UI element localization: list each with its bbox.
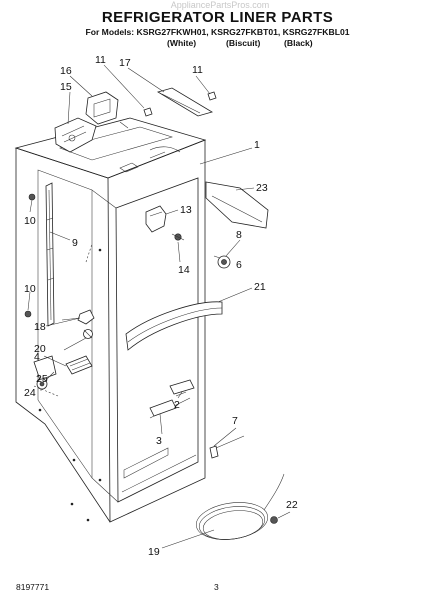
callout-23: 23: [256, 182, 268, 194]
callout-21: 21: [254, 281, 266, 293]
switch-18: [61, 309, 95, 325]
callout-10-upper: 10: [24, 215, 36, 227]
finish-biscuit: (Biscuit): [226, 38, 261, 48]
document-number: 8197771: [16, 582, 50, 592]
finish-black: (Black): [284, 38, 313, 48]
bracket-13: [145, 205, 167, 233]
callout-13: 13: [180, 204, 192, 216]
callout-8: 8: [236, 229, 242, 241]
callout-25: 25: [36, 373, 48, 385]
tubing-coil: [195, 473, 285, 540]
screw-10-lower: [24, 310, 32, 318]
callout-6: 6: [236, 259, 242, 271]
page-title: REFRIGERATOR LINER PARTS: [101, 9, 334, 26]
control-housing: [54, 117, 97, 153]
callout-labels: 16 15 11 17 11 1 23 13 14 8 6 21 10 9 10…: [24, 54, 298, 558]
top-strip: [157, 87, 213, 117]
screw-14: [171, 233, 185, 241]
page-number: 3: [214, 582, 219, 592]
callout-1: 1: [254, 139, 260, 151]
damper-25: [33, 355, 57, 381]
floor-bracket-2: [169, 379, 195, 397]
leader-lines: [27, 64, 291, 549]
light-shield: [125, 301, 223, 351]
callout-22: 22: [286, 499, 298, 511]
callout-18: 18: [34, 321, 46, 333]
callout-9: 9: [72, 237, 78, 249]
callout-19: 19: [148, 546, 160, 558]
screw-10-upper: [28, 193, 36, 201]
shelf-support: [205, 181, 269, 229]
vertical-rail: [45, 182, 55, 327]
callout-11-left: 11: [95, 54, 106, 66]
callout-24: 24: [24, 387, 36, 399]
finish-white: (White): [167, 38, 197, 48]
knob-24: [36, 378, 48, 390]
callout-10-lower: 10: [24, 283, 36, 295]
top-bracket: [85, 91, 119, 125]
floor-bracket-3: [149, 399, 177, 417]
callout-7: 7: [232, 415, 238, 427]
thermistor-7: [209, 435, 245, 459]
model-numbers: For Models: KSRG27FKWH01, KSRG27FKBT01, …: [85, 27, 350, 37]
watermark: AppliancePartsPros.com: [170, 0, 270, 10]
callout-11-right: 11: [192, 64, 203, 76]
callout-4: 4: [34, 351, 40, 363]
thermostat-20: [83, 329, 93, 339]
callout-14: 14: [178, 264, 190, 276]
callout-15: 15: [60, 81, 72, 93]
callout-3: 3: [156, 435, 162, 447]
callout-2: 2: [174, 399, 180, 411]
lamp-socket: [213, 255, 231, 269]
vent-4: [65, 355, 93, 375]
fitting-22: [270, 516, 278, 524]
callout-16: 16: [60, 65, 72, 77]
callout-20: 20: [34, 343, 46, 355]
callout-17: 17: [119, 57, 131, 69]
